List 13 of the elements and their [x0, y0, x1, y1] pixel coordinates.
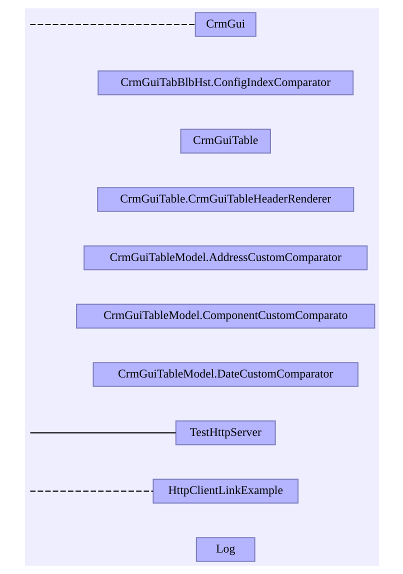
- node-box: Log: [195, 537, 255, 562]
- node-box: HttpClientLinkExample: [152, 478, 298, 504]
- connector: [30, 432, 176, 434]
- connector: [30, 24, 194, 26]
- node-box: CrmGuiTableModel.AddressCustomComparator: [83, 245, 368, 270]
- node-box: CrmGuiTable: [180, 128, 270, 154]
- node-box: CrmGuiTableModel.DateCustomComparator: [92, 362, 358, 387]
- node-box: CrmGuiTable.CrmGuiTableHeaderRenderer: [96, 187, 354, 212]
- node-box: TestHttpServer: [174, 420, 276, 446]
- node-box: CrmGui: [194, 12, 256, 37]
- node-box: CrmGuiTableModel.ComponentCustomComparato: [76, 304, 375, 329]
- node-box: CrmGuiTabBlbHst.ConfigIndexComparator: [97, 70, 354, 96]
- connector: [30, 490, 153, 492]
